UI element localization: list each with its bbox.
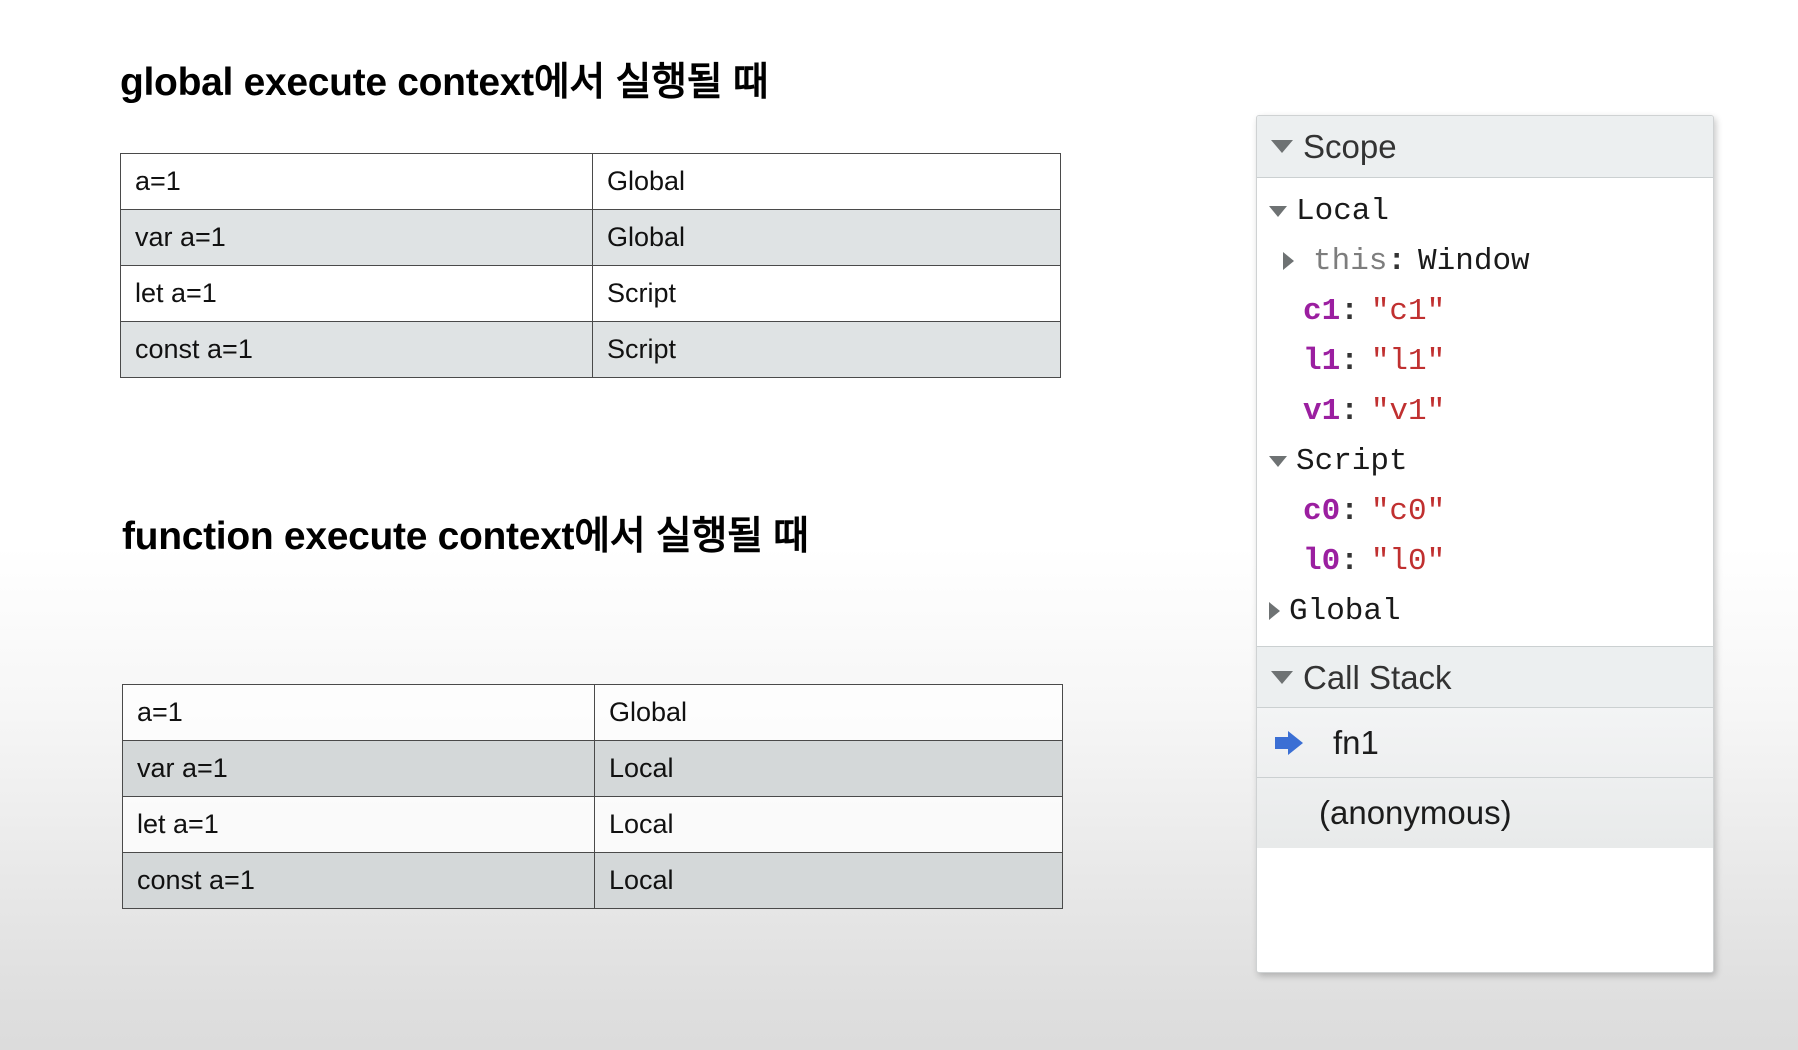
call-stack-frame-label: (anonymous): [1319, 794, 1512, 831]
property-value: "l0": [1370, 543, 1446, 579]
chevron-right-icon[interactable]: [1269, 602, 1280, 620]
property-name: l0: [1303, 543, 1341, 579]
call-stack-section-header[interactable]: Call Stack: [1257, 646, 1713, 708]
table-row: a=1 Global: [122, 684, 1063, 741]
call-stack-section-title: Call Stack: [1303, 658, 1452, 696]
declaration-cell: var a=1: [120, 209, 593, 266]
scope-property-l1[interactable]: l1: "l1": [1257, 336, 1713, 386]
scope-group-label: Script: [1296, 443, 1408, 479]
scope-section-header[interactable]: Scope: [1257, 116, 1713, 178]
current-frame-arrow-icon: [1275, 730, 1315, 755]
declaration-cell: var a=1: [122, 740, 595, 797]
declaration-cell: a=1: [122, 684, 595, 741]
declaration-cell: const a=1: [120, 321, 593, 378]
scope-cell: Local: [594, 796, 1063, 853]
property-colon: :: [1340, 343, 1359, 379]
property-name: v1: [1303, 393, 1341, 429]
property-value: Window: [1418, 243, 1530, 279]
global-context-scope-table: a=1 Global var a=1 Global let a=1 Script…: [120, 153, 1061, 378]
devtools-debugger-panel: Scope Local this: Window c1: "c1" l1: "l…: [1256, 115, 1714, 973]
chevron-down-icon[interactable]: [1271, 670, 1293, 684]
scope-cell: Script: [592, 321, 1061, 378]
scope-property-this[interactable]: this: Window: [1257, 236, 1713, 286]
scope-property-c0[interactable]: c0: "c0": [1257, 486, 1713, 536]
chevron-down-icon[interactable]: [1269, 205, 1287, 217]
scope-group-label: Global: [1289, 593, 1401, 629]
scope-property-c1[interactable]: c1: "c1": [1257, 286, 1713, 336]
scope-property-l0[interactable]: l0: "l0": [1257, 536, 1713, 586]
scope-group-script[interactable]: Script: [1257, 436, 1713, 486]
call-stack-list: fn1 (anonymous): [1257, 708, 1713, 848]
scope-property-v1[interactable]: v1: "v1": [1257, 386, 1713, 436]
property-colon: :: [1340, 293, 1359, 329]
table-row: var a=1 Global: [120, 209, 1061, 266]
property-value: "v1": [1370, 393, 1446, 429]
function-table-body: a=1 Global var a=1 Local let a=1 Local c…: [122, 684, 1063, 909]
scope-group-local[interactable]: Local: [1257, 186, 1713, 236]
table-row: let a=1 Local: [122, 796, 1063, 853]
property-colon: :: [1340, 393, 1359, 429]
table-row: let a=1 Script: [120, 265, 1061, 322]
table-row: a=1 Global: [120, 153, 1061, 210]
scope-cell: Local: [594, 852, 1063, 909]
scope-cell: Script: [592, 265, 1061, 322]
call-stack-frame-anonymous[interactable]: (anonymous): [1257, 778, 1713, 848]
property-value: "l1": [1370, 343, 1446, 379]
scope-cell: Global: [592, 153, 1061, 210]
global-context-heading: global execute context에서 실행될 때: [120, 61, 769, 104]
property-name: c0: [1303, 493, 1341, 529]
property-name: l1: [1303, 343, 1341, 379]
scope-tree: Local this: Window c1: "c1" l1: "l1" v1:…: [1257, 178, 1713, 646]
call-stack-frame-fn1[interactable]: fn1: [1257, 708, 1713, 778]
chevron-down-icon[interactable]: [1269, 455, 1287, 467]
scope-cell: Local: [594, 740, 1063, 797]
scope-section-title: Scope: [1303, 128, 1397, 165]
scope-group-label: Local: [1296, 193, 1390, 229]
declaration-cell: const a=1: [122, 852, 595, 909]
table-row: const a=1 Local: [122, 852, 1063, 909]
property-value: "c0": [1370, 493, 1446, 529]
slide-content-area: global execute context에서 실행될 때 a=1 Globa…: [120, 61, 1063, 909]
table-row: const a=1 Script: [120, 321, 1061, 378]
scope-cell: Global: [592, 209, 1061, 266]
property-colon: :: [1340, 493, 1359, 529]
property-name: c1: [1303, 293, 1341, 329]
function-context-heading: function execute context에서 실행될 때: [122, 515, 809, 558]
property-value: "c1": [1370, 293, 1446, 329]
global-table-body: a=1 Global var a=1 Global let a=1 Script…: [120, 153, 1061, 378]
chevron-down-icon[interactable]: [1271, 140, 1293, 153]
function-context-scope-table: a=1 Global var a=1 Local let a=1 Local c…: [122, 684, 1063, 909]
property-name: this: [1313, 243, 1388, 279]
declaration-cell: let a=1: [122, 796, 595, 853]
table-row: var a=1 Local: [122, 740, 1063, 797]
declaration-cell: let a=1: [120, 265, 593, 322]
chevron-right-icon[interactable]: [1283, 252, 1305, 270]
scope-group-global[interactable]: Global: [1257, 586, 1713, 636]
property-colon: :: [1340, 543, 1359, 579]
scope-cell: Global: [594, 684, 1063, 741]
property-colon: :: [1387, 243, 1407, 279]
declaration-cell: a=1: [120, 153, 593, 210]
call-stack-frame-label: fn1: [1333, 723, 1379, 761]
